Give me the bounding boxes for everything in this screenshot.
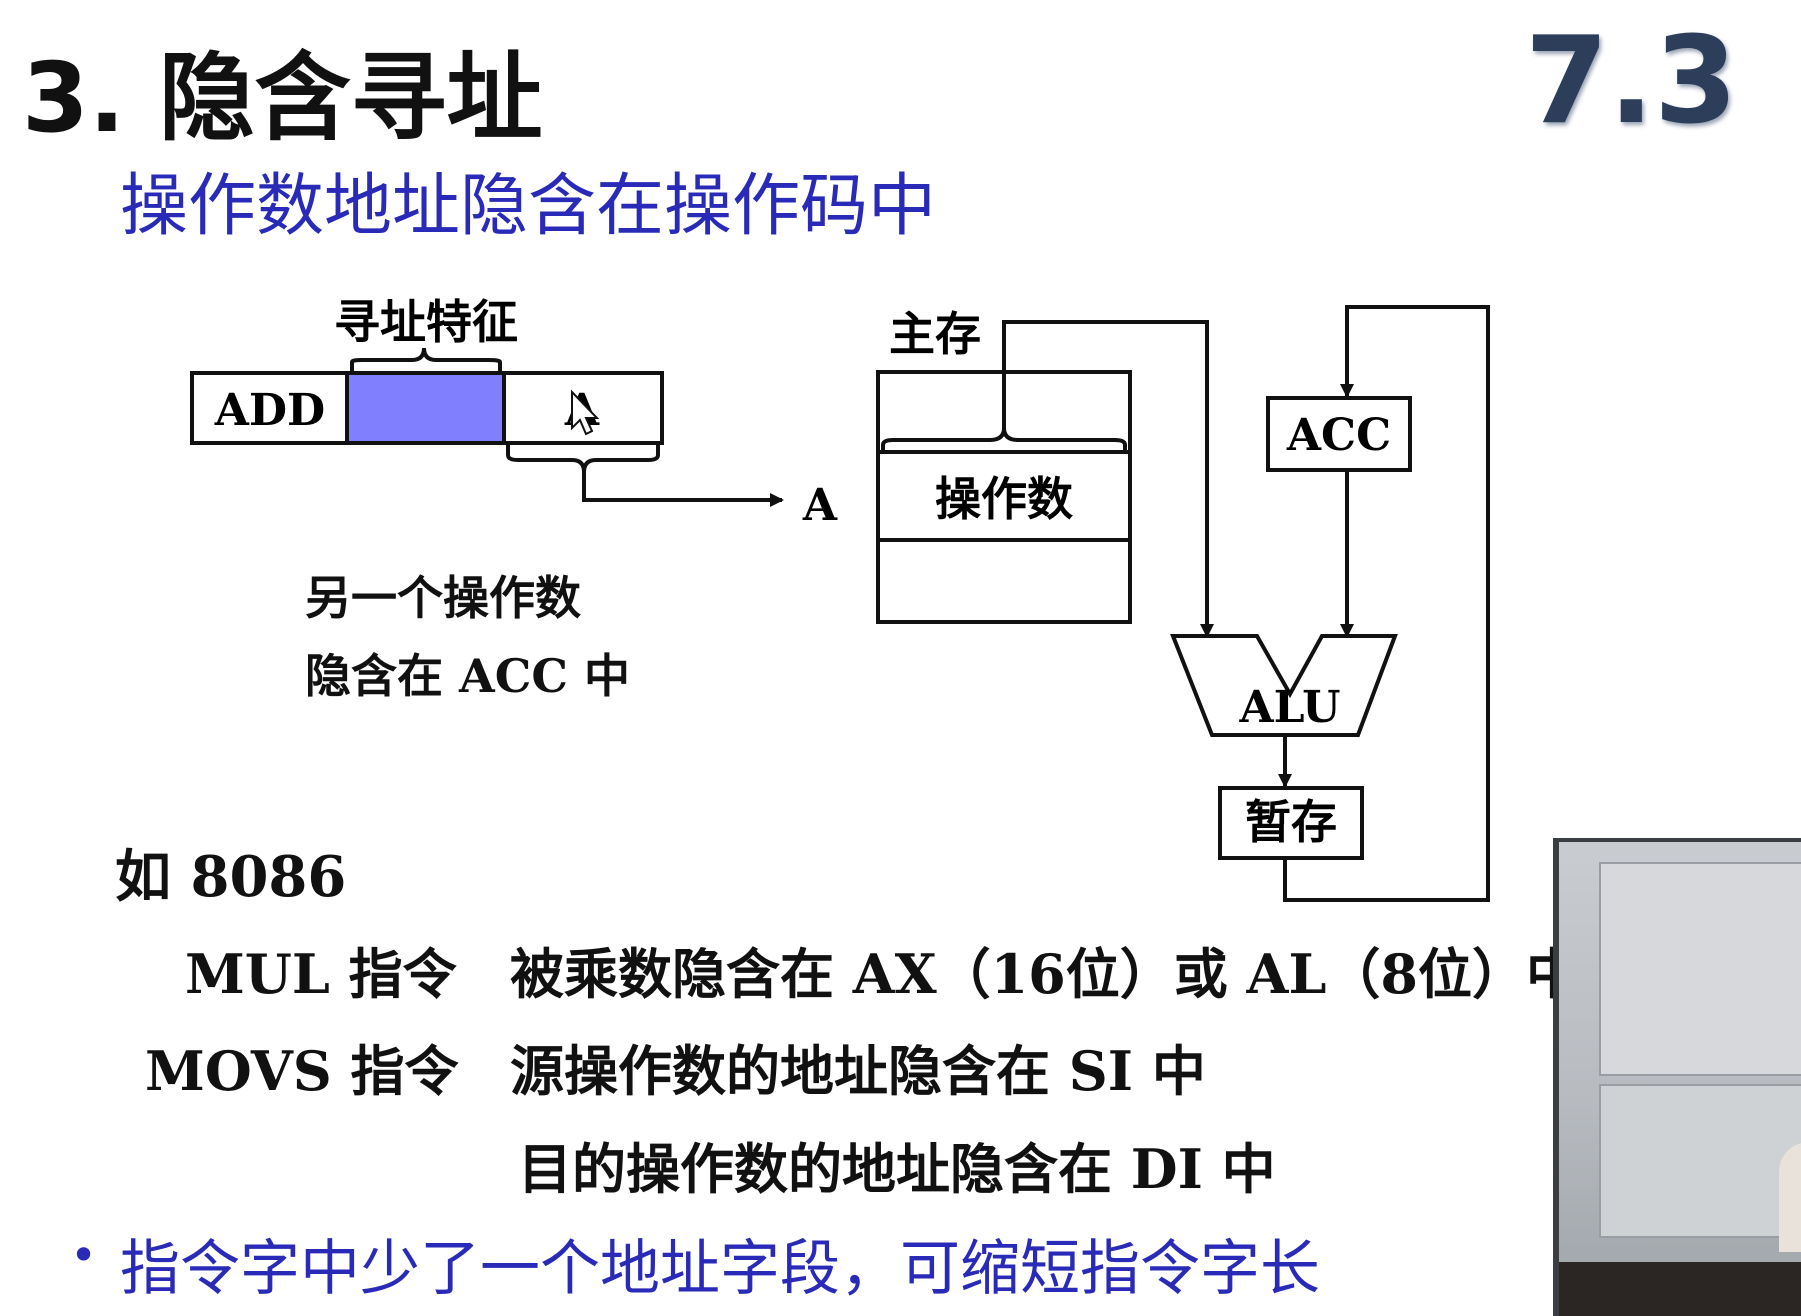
address-brace xyxy=(506,445,660,473)
pointer-label: A xyxy=(802,480,838,531)
webcam-desk xyxy=(1559,1262,1801,1316)
webcam-person xyxy=(1779,1142,1801,1252)
movs-dest-desc: 目的操作数的地址隐含在 DI 中 xyxy=(518,1137,1276,1201)
temp-label: 暂存 xyxy=(1245,795,1337,849)
addressing-feature-field xyxy=(345,371,506,445)
webcam-overlay xyxy=(1553,838,1801,1316)
alu-label: ALU xyxy=(1238,682,1340,733)
mouse-cursor-icon xyxy=(571,389,600,436)
slide-title: 3. 隐含寻址 xyxy=(22,42,543,154)
alu: ALU xyxy=(1170,634,1398,788)
opcode-label: ADD xyxy=(214,385,325,436)
acc-register: ACC xyxy=(1266,396,1412,638)
temp-register: 暂存 xyxy=(1218,305,1490,902)
memory-label: 主存 xyxy=(889,307,981,361)
operand-to-alu-arrow xyxy=(1002,320,1214,638)
movs-source-desc: 源操作数的地址隐含在 SI 中 xyxy=(510,1039,1206,1103)
webcam-wall-panel-lower xyxy=(1599,1084,1801,1238)
main-memory: 主存 操作数 xyxy=(876,307,1214,638)
bullet-dot-icon: • xyxy=(70,1228,98,1282)
webcam-wall-panel xyxy=(1599,862,1801,1076)
mul-instruction-name: MUL 指令 xyxy=(185,942,457,1006)
instruction-format: ADD A 寻址特征 A xyxy=(190,295,838,531)
acc-label: ACC xyxy=(1286,410,1391,461)
temp-to-acc-arrow xyxy=(1283,305,1490,902)
section-number: 7.3 xyxy=(1525,12,1738,151)
addressing-feature-label: 寻址特征 xyxy=(334,295,518,349)
address-pointer-arrow xyxy=(582,472,784,507)
example-intro: 如 8086 xyxy=(115,844,347,910)
note-line-1: 另一个操作数 xyxy=(305,571,581,625)
note-line-2: 隐含在 ACC 中 xyxy=(305,649,630,703)
operand-label: 操作数 xyxy=(935,472,1073,526)
feature-brace xyxy=(350,347,502,372)
mul-instruction-desc: 被乘数隐含在 AX（16位）或 AL（8位）中 xyxy=(510,942,1580,1006)
slide-subtitle: 操作数地址隐含在操作码中 xyxy=(120,167,937,246)
bullet-text: 指令字中少了一个地址字段，可缩短指令字长 xyxy=(120,1234,1320,1304)
movs-instruction-name: MOVS 指令 xyxy=(145,1039,459,1103)
